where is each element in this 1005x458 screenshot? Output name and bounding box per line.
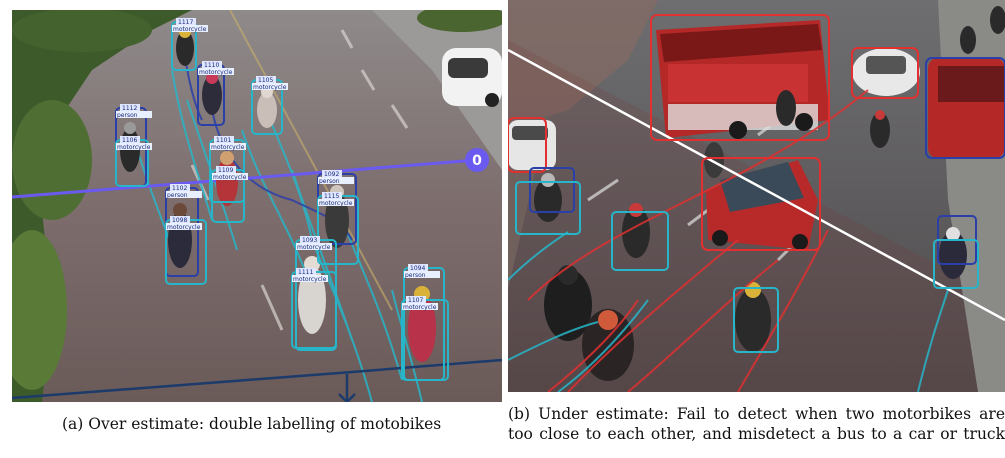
box-class-label: motorcycle — [293, 276, 327, 283]
box-class-label: motorcycle — [173, 26, 207, 33]
box-class-label: motorcycle — [213, 174, 247, 181]
box-class-label: person — [167, 192, 188, 199]
box-class-label: motorcycle — [403, 304, 437, 311]
box-id: 1094 — [410, 265, 425, 272]
box-id: 1092 — [324, 171, 339, 178]
box-id: 1098 — [172, 217, 187, 224]
box-class-label: motorcycle — [253, 84, 287, 91]
box-id: 1111 — [298, 269, 313, 276]
svg-text:0: 0 — [472, 153, 482, 169]
box-id: 1107 — [408, 297, 423, 304]
box-class-label: motorcycle — [199, 69, 233, 76]
caption-b-line-2: too close to each other, and misdetect a… — [508, 425, 1005, 443]
box-id: 1110 — [204, 62, 219, 69]
white-car — [442, 48, 502, 107]
white-car-left — [508, 120, 556, 170]
counter-badge: 0 — [465, 148, 489, 172]
box-class-label: motorcycle — [117, 144, 151, 151]
panel-b-image — [508, 0, 1005, 392]
white-car-b — [852, 48, 920, 96]
box-class-label: motorcycle — [211, 144, 245, 151]
caption-b: (b) Under estimate: Fail to detect when … — [508, 404, 1005, 444]
bus-right — [928, 58, 1005, 158]
caption-a: (a) Over estimate: double labelling of m… — [62, 415, 442, 433]
caption-b-line-1: (b) Under estimate: Fail to detect when … — [508, 405, 1005, 423]
box-id: 1093 — [302, 237, 317, 244]
box-id: 1115 — [324, 193, 339, 200]
box-class-label: motorcycle — [319, 200, 353, 207]
panel-a-image: 0 — [12, 10, 502, 402]
box-class-label: person — [319, 178, 340, 185]
box-class-label: motorcycle — [167, 224, 201, 231]
rider-shapes-b — [534, 6, 1005, 381]
box-class-label: person — [405, 272, 426, 279]
box-id: 1101 — [216, 137, 231, 144]
box-id: 1106 — [122, 137, 137, 144]
box-class-label: person — [117, 112, 138, 119]
box-id: 1102 — [172, 185, 187, 192]
box-id: 1105 — [258, 77, 273, 84]
box-id: 1117 — [178, 19, 193, 26]
box-class-label: motorcycle — [297, 244, 331, 251]
box-id: 1112 — [122, 105, 137, 112]
bus-left — [656, 20, 830, 139]
box-id: 1109 — [218, 167, 233, 174]
